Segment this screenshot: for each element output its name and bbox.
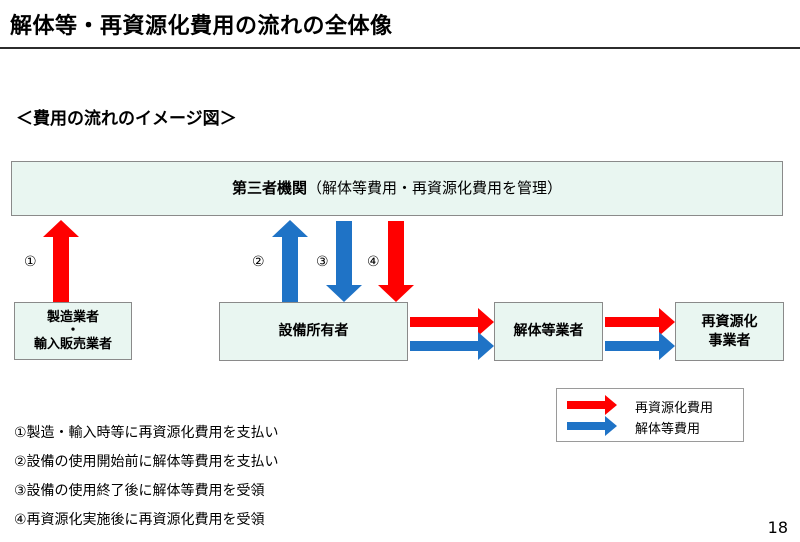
- third-party-note: （解体等費用・再資源化費用を管理）: [307, 179, 563, 198]
- manufacturer-importer-box: 製造業者 ・ 輸入販売業者: [14, 302, 132, 360]
- recycling-business-box: 再資源化 事業者: [675, 302, 784, 361]
- arrow-4-recycling-fee-down: [378, 221, 414, 302]
- flow-number-4: ④: [367, 254, 380, 270]
- recycling-business-label-line2: 事業者: [708, 332, 751, 349]
- title-divider: [0, 47, 800, 49]
- legend-recycling-fee-arrow: [567, 395, 617, 415]
- note-4: ④再資源化実施後に再資源化費用を受領: [14, 512, 265, 528]
- legend-demolition-fee-arrow: [567, 416, 617, 436]
- page-title: 解体等・再資源化費用の流れの全体像: [10, 14, 393, 39]
- note-1: ①製造・輸入時等に再資源化費用を支払い: [14, 425, 279, 441]
- manufacturer-separator: ・: [66, 323, 80, 339]
- flow-number-3: ③: [316, 254, 329, 270]
- importer-label: 輸入販売業者: [33, 336, 112, 352]
- recycling-business-label-line1: 再資源化: [701, 313, 758, 330]
- arrow-2-demolition-fee-up: [272, 220, 308, 302]
- legend: 再資源化費用 解体等費用: [556, 388, 744, 442]
- manufacturer-label: 製造業者: [46, 309, 99, 325]
- demolition-contractor-box: 解体等業者: [494, 302, 603, 361]
- arrow-1-recycling-fee-up: [43, 220, 79, 302]
- legend-arrows: [567, 395, 617, 436]
- note-3: ③設備の使用終了後に解体等費用を受領: [14, 483, 265, 499]
- arrow-demolition-to-recycler-recycling-fee: [605, 308, 675, 336]
- flow-number-2: ②: [252, 254, 265, 270]
- third-party-name: 第三者機関: [231, 179, 307, 198]
- flow-number-1: ①: [24, 254, 37, 270]
- arrow-3-demolition-fee-down: [326, 221, 362, 302]
- diagram-subtitle: ＜費用の流れのイメージ図＞: [16, 109, 237, 129]
- equipment-owner-box: 設備所有者: [219, 302, 408, 361]
- arrow-owner-to-demolition-recycling-fee: [410, 308, 494, 336]
- arrow-demolition-to-recycler-demolition-fee: [605, 332, 675, 360]
- demolition-contractor-label: 解体等業者: [513, 323, 584, 340]
- equipment-owner-label: 設備所有者: [278, 323, 349, 340]
- legend-demolition-fee-label: 解体等費用: [635, 422, 701, 437]
- arrow-owner-to-demolition-demolition-fee: [410, 332, 494, 360]
- page-number: 18: [767, 518, 788, 537]
- third-party-organization-box: 第三者機関 （解体等費用・再資源化費用を管理）: [11, 161, 783, 216]
- note-2: ②設備の使用開始前に解体等費用を支払い: [14, 454, 279, 470]
- legend-recycling-fee-label: 再資源化費用: [635, 401, 714, 416]
